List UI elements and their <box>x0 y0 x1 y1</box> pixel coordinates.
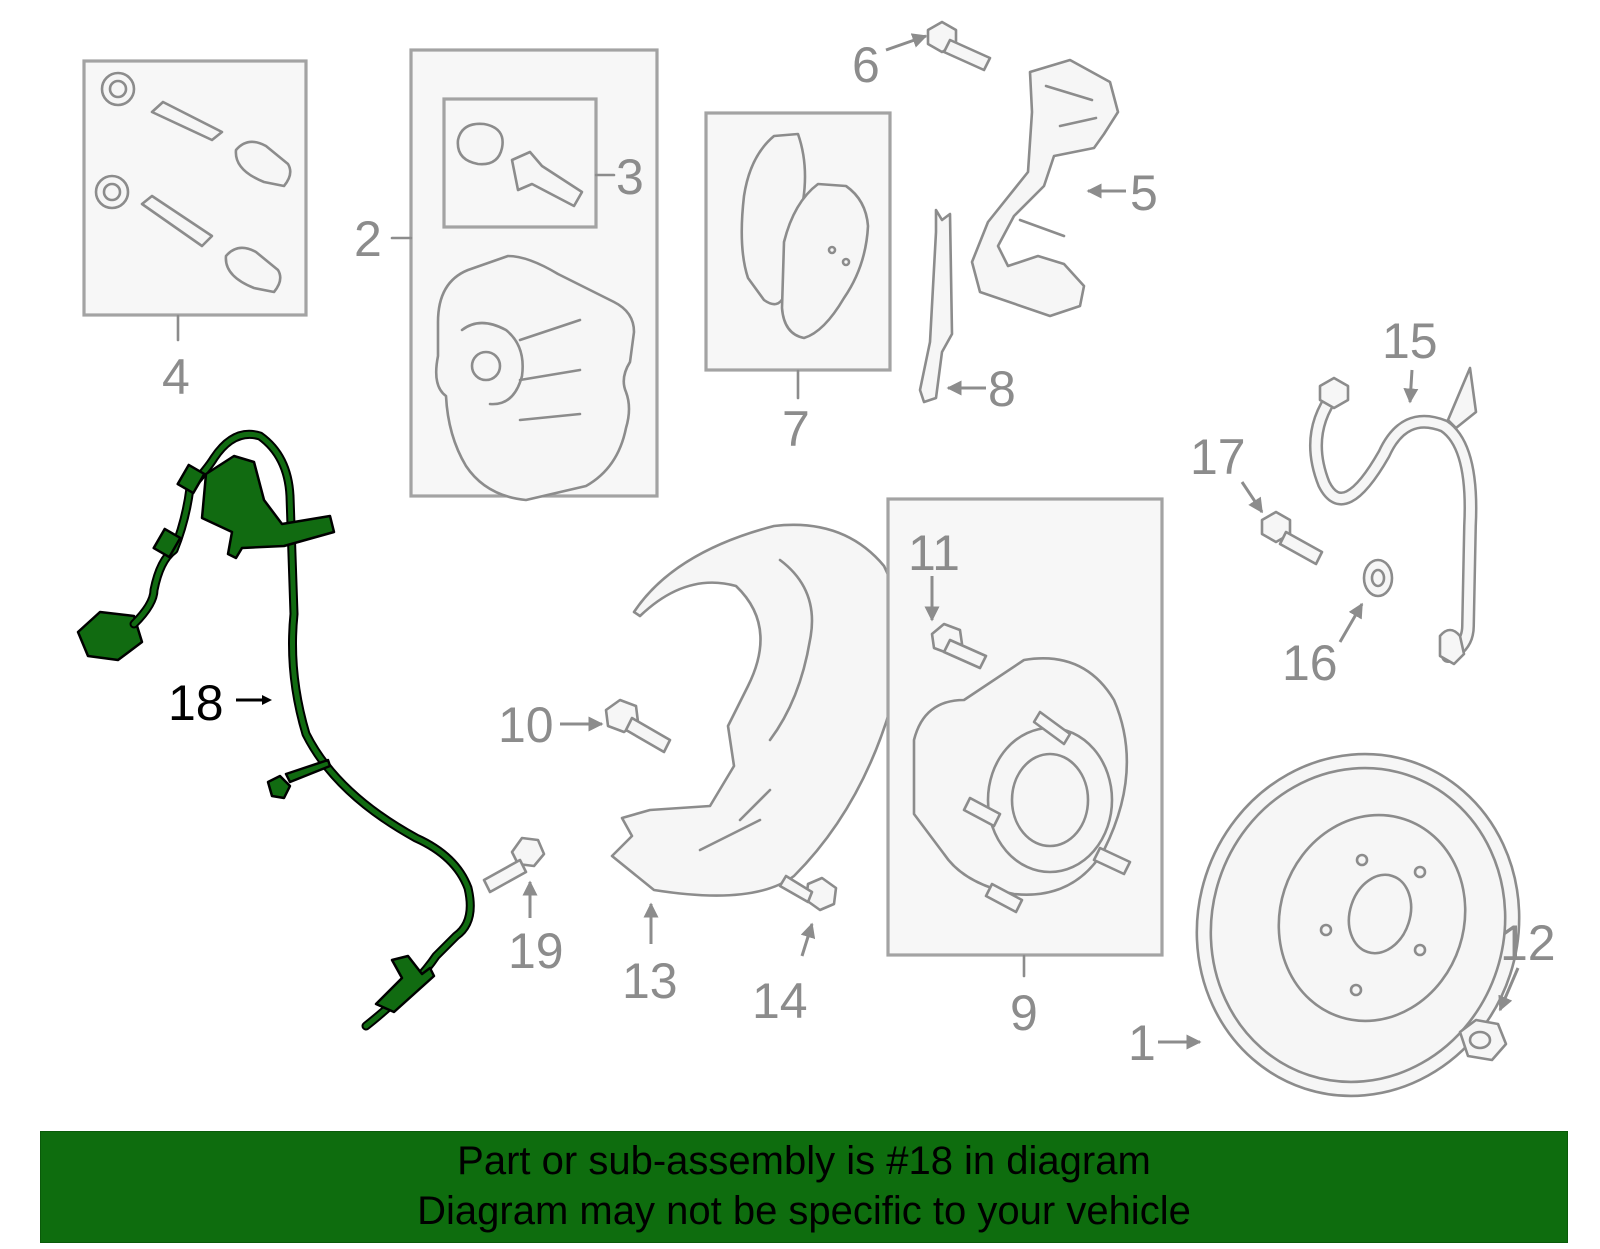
callout-1: 1 <box>1128 1015 1156 1071</box>
callout-15: 15 <box>1382 313 1438 369</box>
abs-wheel-speed-sensor-18 <box>76 429 475 1031</box>
spring-clip-8 <box>918 208 986 404</box>
callout-6: 6 <box>852 37 880 93</box>
callout-7: 7 <box>782 401 810 457</box>
callout-14: 14 <box>752 973 808 1029</box>
bolt-19 <box>482 836 546 918</box>
info-banner: Part or sub-assembly is #18 in diagram D… <box>40 1131 1568 1243</box>
caliper-assembly-2 <box>390 48 659 502</box>
lug-nut-12 <box>1458 967 1520 1062</box>
callout-19: 19 <box>508 923 564 979</box>
callout-13: 13 <box>622 953 678 1009</box>
callout-18: 18 <box>168 675 224 731</box>
callout-17: 17 <box>1190 429 1246 485</box>
callout-12: 12 <box>1500 915 1556 971</box>
callout-10: 10 <box>498 697 554 753</box>
callout-3: 3 <box>616 149 644 205</box>
dust-shield-13 <box>610 523 904 944</box>
banner-line-2: Diagram may not be specific to your vehi… <box>417 1189 1191 1233</box>
bolt-6 <box>885 20 992 72</box>
wheel-hub-9 <box>886 497 1164 978</box>
bolt-14 <box>778 874 838 957</box>
caliper-bracket-5 <box>970 58 1126 318</box>
brake-rotor-1 <box>1158 752 1521 1098</box>
bolt-17 <box>1240 481 1324 566</box>
callout-9: 9 <box>1010 985 1038 1041</box>
callout-8: 8 <box>988 361 1016 417</box>
caliper-pin-kit-4 <box>82 59 308 342</box>
callout-4: 4 <box>162 349 190 405</box>
brake-hose-15 <box>1309 366 1478 666</box>
callout-numbers: 1 2 3 4 5 6 7 8 9 10 11 12 13 14 15 16 1… <box>162 37 1556 1071</box>
brake-pads-7 <box>704 111 892 400</box>
callout-16: 16 <box>1282 635 1338 691</box>
washer-16 <box>1338 558 1394 643</box>
callout-2: 2 <box>354 211 382 267</box>
banner-line-1: Part or sub-assembly is #18 in diagram <box>457 1139 1151 1183</box>
bolt-10 <box>560 698 672 754</box>
callout-11: 11 <box>908 525 960 581</box>
callout-5: 5 <box>1130 165 1158 221</box>
